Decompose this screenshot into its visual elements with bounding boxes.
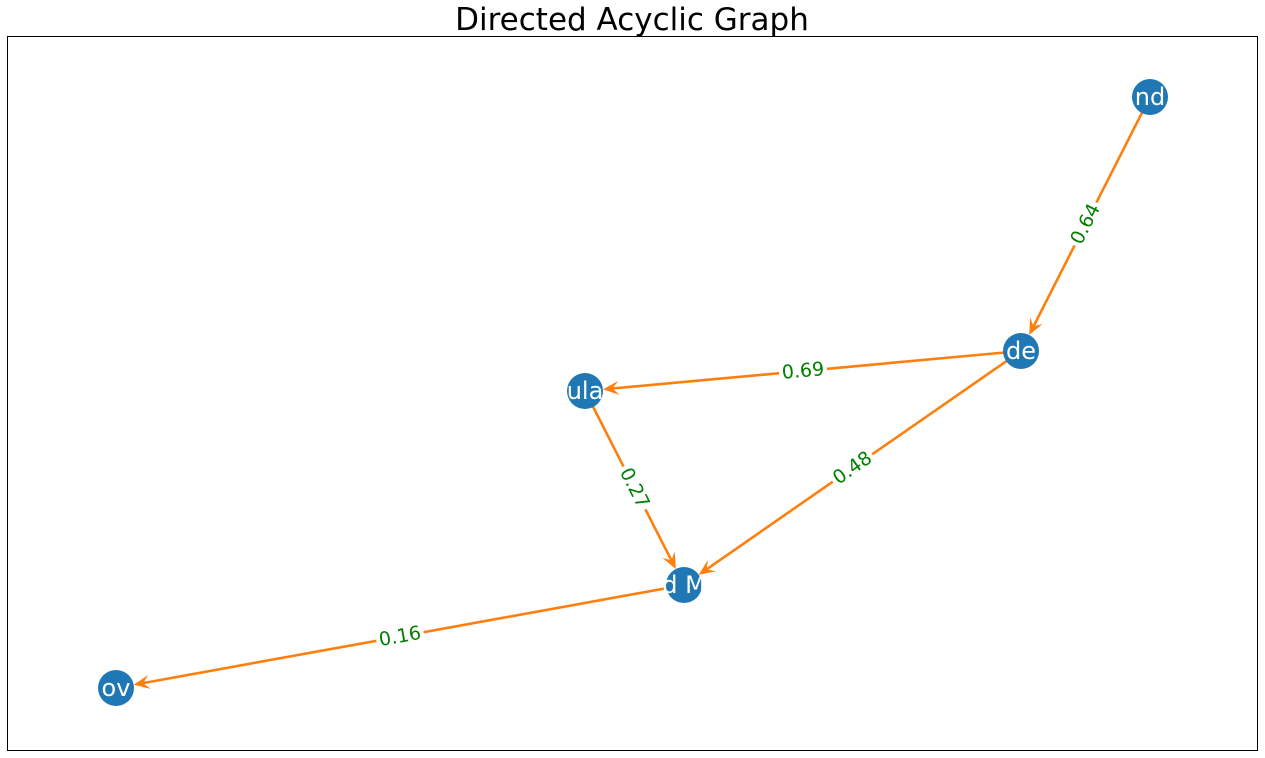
edge-weight-label: 0.27: [614, 461, 657, 514]
arrowhead-n_right-n_mid_left: [602, 380, 620, 395]
graph-node: [1132, 79, 1168, 115]
edge-weight-text: 0.64: [1066, 200, 1105, 248]
edges-layer: [133, 106, 1147, 689]
edge-labels-layer: 0.64 0.69 0.48 0.27 0.16: [374, 197, 1106, 651]
edge-weight-label-bg: [825, 444, 878, 490]
node-label: ula: [567, 377, 604, 405]
node-label: nd: [1135, 83, 1165, 111]
graph-node: [98, 670, 134, 706]
arrowhead-n_top-n_right: [1029, 317, 1043, 335]
node-label: d M: [662, 571, 706, 599]
arrowhead-n_mid_left-n_center: [662, 551, 676, 569]
edge-weight-label: 0.16: [374, 620, 426, 651]
edge-weight-label-bg: [614, 461, 657, 514]
node-label: ov: [102, 674, 131, 702]
edge-weight-text: 0.27: [615, 464, 654, 512]
edge-weight-label: 0.69: [778, 356, 828, 384]
graph-node: [1003, 333, 1039, 369]
edge-weight-label-bg: [778, 356, 828, 384]
arrowhead-n_right-n_center: [698, 559, 716, 575]
edge-weight-label: 0.48: [825, 444, 878, 490]
edge-weight-text: 0.16: [377, 622, 423, 651]
arrowhead-n_center-n_bottom: [133, 675, 151, 689]
graph-node: [666, 567, 702, 603]
edge-weight-label-bg: [374, 620, 426, 651]
edge-weight-label-bg: [1063, 197, 1106, 250]
figure-title: Directed Acyclic Graph: [455, 2, 809, 38]
plot-frame: [7, 36, 1258, 751]
graph-node: [567, 373, 603, 409]
edge-weight-text: 0.69: [781, 358, 825, 384]
edge-weight-label: 0.64: [1063, 197, 1106, 250]
nodes-layer: nd de ula d M ov: [98, 79, 1168, 706]
node-label: de: [1006, 337, 1036, 365]
